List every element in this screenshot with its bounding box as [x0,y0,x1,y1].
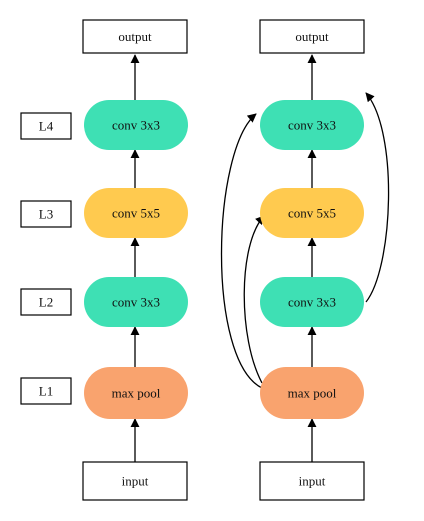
left-output-label: output [118,29,152,44]
right-input-label: input [299,474,326,489]
right-skip-L2-to-output [365,92,390,303]
right-node-conv3x3-bottom-label: conv 3x3 [288,295,336,310]
layer-label-L3-text: L3 [39,207,53,222]
left-input-box: input [82,461,188,501]
left-node-maxpool-label: max pool [112,386,161,401]
left-node-conv5x5-label: conv 5x5 [112,206,160,221]
right-node-conv3x3-bottom: conv 3x3 [260,277,364,327]
layer-label-L1-text: L1 [39,384,53,399]
right-node-conv3x3-top-label: conv 3x3 [288,118,336,133]
left-output-box: output [82,19,188,54]
right-edges [220,54,390,462]
right-node-maxpool-label: max pool [288,386,337,401]
right-node-conv3x3-top: conv 3x3 [260,100,364,150]
layer-label-L4: L4 [20,112,72,140]
right-output-box: output [259,19,365,54]
right-output-label: output [295,29,329,44]
left-node-conv3x3-bottom: conv 3x3 [84,277,188,327]
right-node-conv5x5-label: conv 5x5 [288,206,336,221]
right-skip-L1-to-L3 [243,215,265,384]
left-node-conv5x5: conv 5x5 [84,188,188,238]
layer-label-L2: L2 [20,288,72,316]
right-node-maxpool: max pool [260,367,364,419]
left-node-maxpool: max pool [84,367,188,419]
left-node-conv3x3-top-label: conv 3x3 [112,118,160,133]
left-node-conv3x3-bottom-label: conv 3x3 [112,295,160,310]
right-input-box: input [259,461,365,501]
layer-label-L1: L1 [20,377,72,405]
left-input-label: input [122,474,149,489]
layer-label-L4-text: L4 [39,119,54,134]
left-node-conv3x3-top: conv 3x3 [84,100,188,150]
layer-label-L3: L3 [20,200,72,228]
right-skip-L1-to-L4 [220,113,263,389]
right-node-conv5x5: conv 5x5 [260,188,364,238]
layer-label-L2-text: L2 [39,295,53,310]
